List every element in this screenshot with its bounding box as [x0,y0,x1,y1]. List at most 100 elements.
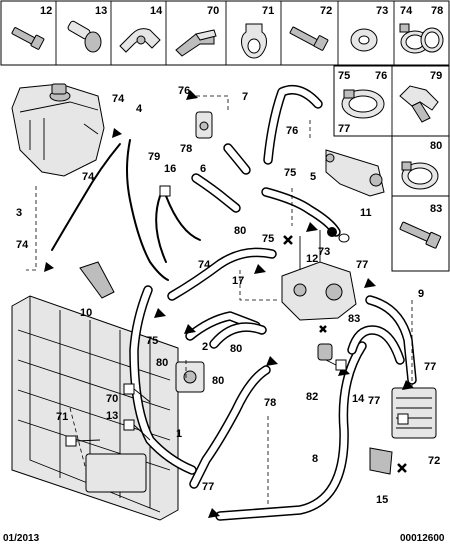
callout-80c: 80 [156,357,168,369]
hose-16 [191,173,241,213]
callout-77b: 77 [424,361,436,373]
strap-clip-icon [175,29,217,57]
hose-9 [365,295,417,385]
hose-holder-icon [399,85,439,123]
assembly-drawing [11,83,437,521]
hose-7 [263,85,323,165]
side-part-79: 79 [430,70,442,82]
callout-79: 79 [148,151,160,163]
bolt-icon [399,221,442,249]
hose-79-bundle [165,195,201,241]
egr-valve [325,149,385,197]
callout-7: 7 [242,91,248,103]
callout-82: 82 [306,391,318,403]
callout-74c: 74 [16,239,29,251]
hose-connector [317,343,333,361]
hose-2 [185,311,261,341]
header-part-72: 72 [320,5,332,17]
hose-4 [126,139,169,281]
callout-70: 70 [106,393,118,405]
hose-5 [261,187,341,237]
footer-date: 01/2013 [3,533,40,544]
link-line [26,186,37,271]
side-part-76: 76 [375,70,387,82]
callout-71: 71 [56,411,68,423]
header-part-13: 13 [95,5,107,17]
washer-icon [350,28,378,52]
side-part-75: 75 [338,70,350,82]
hose-3 [51,143,121,251]
hose-clip-icon [241,23,267,59]
callout-13: 13 [106,410,118,422]
header-part-12: 12 [40,5,52,17]
hose-8 [215,341,367,521]
callout-16: 16 [164,163,176,175]
hose-bracket-icon [119,28,161,53]
callout-75c: 75 [146,335,158,347]
header-part-74: 74 [400,5,413,17]
callout-72: 72 [428,455,440,467]
callout-74b: 74 [82,171,95,183]
callout-77d: 77 [202,481,214,493]
bracket [79,261,115,299]
callout-6: 6 [200,163,206,175]
parts-header-strip: 12 13 14 70 71 72 73 74 78 [0,0,450,66]
bolt-icon [11,27,45,50]
callout-12: 12 [306,253,318,265]
hose-17 [209,322,267,349]
callout-75b: 75 [262,233,274,245]
callout-14: 14 [352,393,365,405]
oil-cooler [175,361,205,393]
hose-clamp-icon [341,89,385,119]
header-part-71: 71 [262,5,274,17]
header-part-78: 78 [431,5,443,17]
hose-1 [189,365,271,489]
callout-10: 10 [80,307,92,319]
callout-80a: 80 [234,225,246,237]
footer-reference: 00012600 [400,533,445,544]
header-part-73: 73 [376,5,388,17]
side-part-77: 77 [338,123,350,135]
callout-75a: 75 [284,167,296,179]
callout-1: 1 [176,428,182,440]
thermostat-housing [281,230,357,321]
radiator-inlet-hose [129,285,197,475]
callout-15: 15 [376,494,388,506]
bolt-icon [289,26,329,51]
link-line [239,270,280,301]
bleed-valve [195,111,213,139]
callout-76a: 76 [178,85,190,97]
link-line [69,407,87,471]
fastener-markers [283,227,407,473]
callout-83: 83 [348,313,360,325]
callout-80d: 80 [212,375,224,387]
callout-2: 2 [202,341,208,353]
radiator [11,295,179,521]
side-part-83: 83 [430,203,442,215]
callout-80b: 80 [230,343,242,355]
callout-8: 8 [312,453,318,465]
header-part-70: 70 [207,5,219,17]
callout-17: 17 [232,275,244,287]
push-clip-icon [67,20,102,53]
header-part-14: 14 [150,5,163,17]
callout-4: 4 [136,103,143,115]
hose-79-bundle [155,195,167,263]
callout-74a: 74 [112,93,125,105]
spring-clamp-icon [401,161,439,190]
parts-side-panel: 75 76 79 77 80 83 [333,65,450,272]
callout-77a: 77 [356,259,368,271]
hose-clip [369,447,393,475]
hose-6 [223,143,251,175]
upper-radiator-hose [167,247,277,301]
hose-clamp-icon [420,27,444,53]
callout-74d: 74 [198,259,211,271]
expansion-tank [11,83,105,177]
marker-arrows [44,90,414,518]
callout-11: 11 [360,207,372,219]
callout-78b: 78 [264,397,276,409]
callout-77c: 77 [368,395,380,407]
callout-76b: 76 [286,125,298,137]
callout-3: 3 [16,207,22,219]
heater-hose [347,325,405,365]
